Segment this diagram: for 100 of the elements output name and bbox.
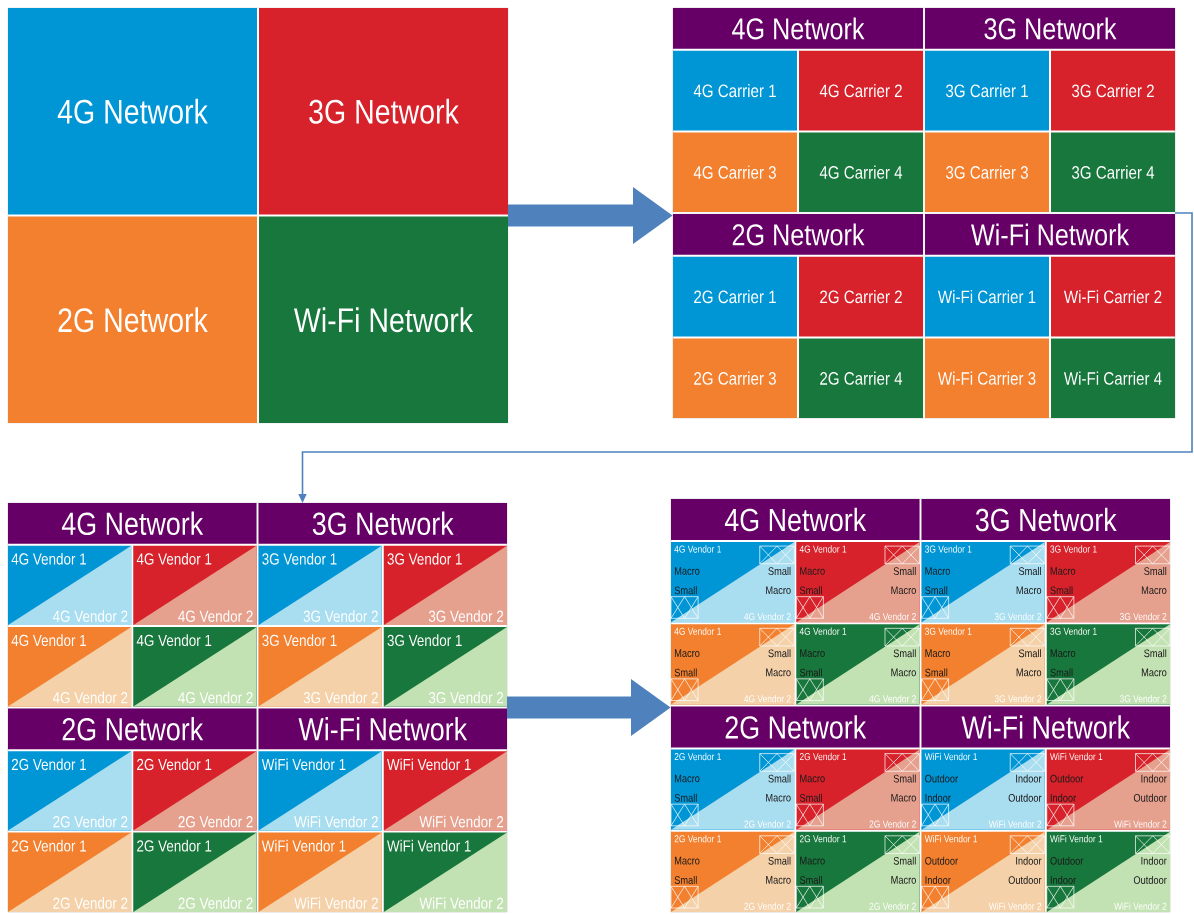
vendor-label: 2G Vendor 2 [178,815,253,828]
vendor-label: 3G Vendor 2 [1119,612,1167,621]
cell-type-label: Outdoor [1008,793,1042,802]
carrier-cell: Wi-Fi Carrier 1 [925,256,1049,337]
vendor-cell [133,545,257,626]
cell-type-label: Indoor [1050,793,1076,802]
carrier-cell: Wi-Fi Carrier 2 [1051,256,1175,337]
vendor-label: 4G Vendor 1 [136,634,212,647]
vendor-label: 4G Vendor 2 [52,691,128,704]
cell-type-label: Indoor [1050,875,1076,884]
vendor-label: 4G Vendor 1 [11,552,86,565]
vendor-label: WiFi Vendor 2 [1114,820,1167,828]
vendor-label: 2G Vendor 1 [11,839,86,852]
cell-type-label: Macro [1141,586,1167,595]
cell-type-label: Outdoor [1008,875,1042,884]
carrier-cell: 2G Carrier 3 [673,338,797,418]
cell-type-label: Macro [800,856,825,865]
network-header: 3G Network [258,503,507,544]
vendor-cell [133,627,257,707]
vendor-label: 2G Vendor 1 [137,758,212,771]
cell-type-label: Small [768,856,791,865]
cell-type-label: Macro [674,649,700,657]
vendor-cell [383,627,507,707]
vendor-label: 4G Vendor 1 [674,545,721,553]
vendor-label: 4G Vendor 1 [11,634,86,647]
vendor-cell [383,832,507,912]
cell-type-label: Macro [766,668,791,677]
network-header: Wi-Fi Network [925,214,1175,255]
vendor-label: 2G Vendor 2 [744,820,791,828]
vendor-cell [258,832,382,912]
cell-type-label: Macro [1050,649,1076,657]
vendor-label: 4G Vendor 2 [52,610,128,622]
cell-type-label: Small [1018,566,1041,575]
vendor-label: WiFi Vendor 2 [1114,902,1167,910]
network-header: 3G Network [921,499,1170,541]
cell-type-label: Macro [766,876,791,884]
cell-type-label: Outdoor [1050,774,1084,783]
cell-type-label: Macro [674,567,700,575]
cell-type-label: Small [893,856,916,865]
cell-type-label: Small [893,774,916,783]
network-header: Wi-Fi Network [258,708,507,750]
cell-type-label: Macro [1016,586,1042,595]
vendor-label: 3G Vendor 2 [428,610,504,622]
carrier-cell: 2G Carrier 2 [799,256,923,337]
vendor-label: 2G Vendor 2 [744,902,791,910]
vendor-label: 4G Vendor 2 [178,691,253,704]
network-header: 3G Network [925,8,1175,49]
cell-type-label: Small [799,668,822,677]
vendor-cell [258,751,382,831]
network-box: 3G Network [259,8,508,215]
vendor-label: WiFi Vendor 2 [419,897,504,909]
carrier-cell: 4G Carrier 1 [673,50,797,131]
cell-type-label: Indoor [1141,856,1167,865]
network-header: 4G Network [8,503,257,544]
vendor-label: 3G Vendor 2 [428,691,504,704]
cell-type-label: Small [1050,586,1073,595]
cell-type-label: Small [674,793,697,802]
vendor-cell [383,751,507,831]
vendor-label: WiFi Vendor 2 [988,820,1042,828]
network-header: 2G Network [673,214,923,255]
vendor-label: 2G Vendor 1 [799,835,847,843]
cell-type-label: Macro [674,856,700,865]
vendor-label: 4G Vendor 2 [869,694,916,703]
vendor-label: 2G Vendor 2 [53,815,128,828]
vendor-label: WiFi Vendor 2 [988,902,1042,910]
network-header: 2G Network [671,706,920,748]
cell-type-label: Small [925,668,948,677]
vendor-cell [8,832,132,912]
vendor-label: WiFi Vendor 2 [294,815,378,828]
vendor-label: WiFi Vendor 1 [1050,752,1103,761]
cell-type-label: Outdoor [1050,856,1084,865]
cell-type-label: Small [674,586,697,595]
vendor-label: 4G Vendor 2 [744,612,791,621]
carrier-cell: 3G Carrier 1 [925,50,1049,131]
cell-type-label: Small [768,649,791,658]
vendor-cell [8,627,132,707]
cell-type-label: Small [674,875,697,884]
vendor-label: 2G Vendor 2 [869,902,916,910]
carrier-cell: 4G Carrier 3 [673,132,797,212]
cell-type-label: Macro [674,774,700,783]
vendor-label: 3G Vendor 1 [387,634,462,647]
vendor-label: 4G Vendor 1 [136,552,212,565]
cell-type-label: Indoor [925,875,951,884]
panel-frame [7,7,509,424]
cell-type-label: Small [799,875,822,884]
carrier-cell: 2G Carrier 1 [673,256,797,337]
carrier-cell: Wi-Fi Carrier 4 [1051,338,1175,418]
network-header: 2G Network [8,708,257,750]
vendor-label: 4G Vendor 2 [869,612,916,621]
vendor-label: WiFi Vendor 1 [387,839,471,852]
cell-type-label: Small [1050,668,1073,677]
vendor-label: 3G Vendor 2 [303,691,378,704]
carrier-cell: 3G Carrier 4 [1051,132,1175,212]
vendor-label: 4G Vendor 2 [178,610,253,622]
vendor-label: 2G Vendor 1 [137,839,212,852]
vendor-label: 3G Vendor 1 [925,545,972,553]
vendor-label: 2G Vendor 1 [11,758,86,771]
vendor-label: 3G Vendor 2 [303,610,378,622]
network-box: Wi-Fi Network [259,216,508,423]
cell-type-label: Indoor [1016,774,1042,783]
